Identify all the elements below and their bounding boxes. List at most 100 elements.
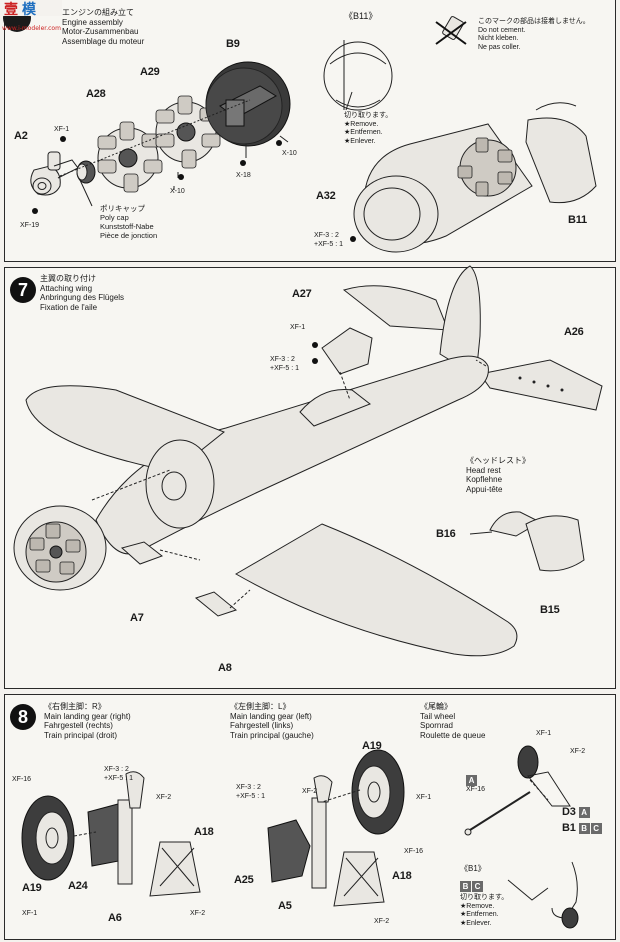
label-a26: A26: [564, 326, 584, 338]
box-b: B: [578, 823, 590, 834]
box-a-marker: A: [466, 770, 478, 788]
no-cement-de: Nicht kleben.: [478, 35, 519, 43]
title-jp: 《尾輪》: [420, 702, 452, 711]
paint-dot: [60, 136, 66, 142]
step-number-7: 7: [10, 277, 36, 303]
step-number-8: 8: [10, 704, 36, 730]
label-a28: A28: [86, 88, 106, 100]
paint-xf2: XF-2: [570, 748, 586, 755]
no-cement-drawing: [435, 16, 467, 45]
label-a27: A27: [292, 288, 312, 300]
box-a: A: [466, 775, 477, 786]
paint-mix: XF-3 : 2 +XF-5 : 1: [314, 232, 343, 248]
part-b15-drawing: [525, 515, 585, 572]
title-jp: エンジンの組み立て: [62, 8, 134, 17]
title-en: Attaching wing: [40, 283, 93, 293]
headrest-de: Kopflehne: [466, 475, 503, 485]
paint-dot: [350, 236, 356, 242]
no-cement-note: このマークの部品は接着しません。 Do not cement. Nicht kl…: [478, 18, 590, 52]
title-fr: Train principal (gauche): [230, 730, 314, 740]
headrest-small-drawing: [321, 327, 373, 375]
title-fr: Roulette de queue: [420, 730, 486, 740]
paint-xf1: XF-1: [536, 730, 552, 737]
part-a26-drawing: [479, 359, 603, 411]
remove-de: ★Entfernen.: [460, 911, 499, 919]
paint-xf19: XF-19: [20, 222, 40, 229]
label-b15: B15: [540, 604, 560, 616]
box-c: C: [590, 823, 602, 834]
label-a5: A5: [278, 900, 292, 912]
label-a19-left: A19: [362, 740, 382, 752]
remove-fr: ★Enlever.: [460, 919, 492, 927]
title-fr: Train principal (droit): [44, 730, 118, 740]
part-a27-drawing: [342, 285, 449, 331]
engine-assembly-drawing: [30, 16, 597, 253]
paint-mix: XF-3 : 2 +XF-5 : 1: [236, 784, 265, 800]
paint-dot: [276, 140, 282, 146]
b1-detail-label: 《B1》: [460, 864, 486, 873]
step6-panel: [4, 0, 616, 262]
paint-xf2: XF-2: [190, 910, 206, 917]
paint-dot: [240, 160, 246, 166]
b1-remove-note: 切り取ります。 ★Remove. ★Entfernen. ★Enlever.: [460, 894, 508, 928]
box-c: C: [472, 881, 483, 892]
step6-title: エンジンの組み立て Engine assembly Motor-Zusammen…: [62, 8, 144, 46]
paint-mix: XF-3 : 2 +XF-5 : 1: [270, 356, 299, 372]
polycap-drawing: [76, 160, 96, 207]
paint-mix: XF-3 : 2 +XF-5 : 1: [104, 766, 133, 782]
label-a18-right: A18: [194, 826, 214, 838]
wheel-right-drawing: [21, 795, 75, 881]
watermark-logo: 壹 模 www.i-modeler.com: [0, 0, 70, 34]
no-cement-fr: Ne pas coller.: [478, 43, 521, 51]
paint-xf1: XF-1: [290, 324, 306, 331]
b1-detail-drawing: [507, 861, 579, 929]
label-b11: B11: [568, 214, 587, 226]
polycap-label: ポリキャップ Poly cap Kunststoff-Nabe Pièce de…: [100, 204, 157, 240]
step7-title: 主翼の取り付け Attaching wing Anbringung des Fl…: [40, 274, 124, 312]
title-de: Anbringung des Flügels: [40, 293, 125, 303]
title-fr: Assemblage du moteur: [62, 36, 145, 46]
label-a2: A2: [14, 130, 28, 142]
remove-fr: ★Enlever.: [344, 137, 376, 145]
part-a2-drawing: [30, 151, 79, 196]
remove-en: ★Remove.: [460, 902, 495, 910]
part-a25-drawing: [267, 819, 311, 883]
title-jp: 主翼の取り付け: [40, 274, 96, 283]
right-wing-drawing: [234, 523, 518, 657]
polycap-fr: Pièce de jonction: [100, 231, 158, 240]
svg-text:壹: 壹: [4, 1, 18, 18]
headrest-jp: 《ヘッドレスト》: [466, 456, 530, 465]
headrest-label: 《ヘッドレスト》 Head rest Kopflehne Appui-tête: [466, 456, 530, 494]
title-de: Spornrad: [420, 721, 453, 731]
paint-x18: X-18: [236, 172, 251, 179]
title-en: Main landing gear (right): [44, 711, 131, 721]
box-a: A: [578, 807, 590, 818]
paint-xf16: XF-16: [466, 786, 486, 793]
paint-dot: [312, 342, 318, 348]
right-gear-title: 《右側主脚：R》 Main landing gear (right) Fahrg…: [44, 702, 131, 740]
label-a24: A24: [68, 880, 88, 892]
paint-xf1: XF-1: [22, 910, 38, 917]
label-a29: A29: [140, 66, 160, 78]
paint-xf2: XF-2: [156, 794, 172, 801]
paint-x10b: X-10: [282, 150, 297, 157]
remove-jp: 切り取ります。: [460, 894, 509, 901]
tail-wheel-title: 《尾輪》 Tail wheel Spornrad Roulette de que…: [420, 702, 485, 740]
part-b9-drawing: [205, 61, 291, 147]
label-a18-left: A18: [392, 870, 412, 882]
paint-xf1: XF-1: [416, 794, 432, 801]
wheel-left-drawing: [351, 749, 405, 835]
polycap-jp: ポリキャップ: [100, 204, 145, 213]
b11-detail-drawing: [323, 40, 393, 111]
headrest-en: Head rest: [466, 465, 501, 475]
title-de: Fahrgestell (links): [230, 721, 294, 731]
paint-xf2: XF-2: [374, 918, 390, 925]
paint-dot: [32, 208, 38, 214]
title-en: Main landing gear (left): [230, 711, 312, 721]
polycap-en: Poly cap: [100, 213, 129, 222]
label-a8: A8: [218, 662, 232, 674]
paint-xf16: XF-16: [404, 848, 424, 855]
